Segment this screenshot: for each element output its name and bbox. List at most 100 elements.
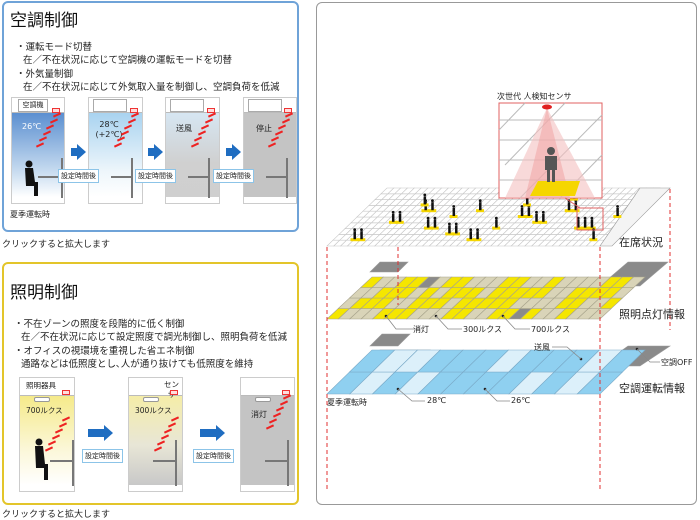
desk-icon [265,460,289,462]
person-icon [353,231,356,240]
person-head [398,210,402,214]
ac-unit-icon [170,99,204,112]
person-icon [545,147,557,182]
person-icon [433,219,437,228]
occupied-seat [476,209,485,213]
person-head [590,216,594,220]
person-icon [431,202,434,211]
occupied-seat [517,215,526,218]
lighting-zone-cell [621,276,646,288]
person-icon [577,219,580,228]
sensor-icon [207,108,215,113]
person-head [583,216,587,220]
ac-unit-label: 空調機 [18,99,48,112]
partition [208,158,210,198]
ac-bullet-1-head: ・運転モード切替 [16,42,93,53]
occupied-seat [571,209,580,213]
lighting-enlarge-link[interactable]: クリックすると拡大します [2,510,111,520]
person-head [431,199,434,203]
person-head [353,228,357,232]
person-head [423,193,427,197]
lighting-bullet-2-head: ・オフィスの視環境を重視した省エネ制御 [14,346,195,357]
desk-icon [266,176,288,178]
illuminance-label: 700ルクス [26,406,63,415]
lighting-bullet-1-body: 在／不在状況に応じて設定照度で調光制御し、照明負荷を低減 [21,332,288,343]
occupied-seat [492,226,501,230]
occupied-seat [388,220,397,224]
person-head [469,228,473,232]
partition [286,158,288,198]
room-temp-label: 28℃ (+2℃) [95,120,123,139]
occupied-seat [421,209,430,213]
person-head [448,222,451,226]
ac-enlarge-link[interactable]: クリックすると拡大します [2,240,111,250]
person-icon [574,202,578,211]
person-icon [520,208,524,216]
callout-lights-off: 消灯 [413,325,429,334]
projection-lines [326,189,671,492]
occupied-seat [522,203,531,207]
occupied-seat [473,238,482,242]
layer-occupancy-label: 在席状況 [619,236,663,249]
ac-unit-icon [248,99,282,112]
person-icon [479,202,482,211]
sensor-icon [130,108,138,113]
person-head [616,205,619,208]
sensor-icon [62,390,70,395]
person-icon [525,196,529,205]
person-icon [452,208,456,216]
layered-diagram-panel[interactable] [316,2,697,505]
person-icon [391,213,395,222]
person-head [535,210,538,214]
lighting-room-300lx: センサ 300ルクス [128,377,183,492]
person-icon [455,225,458,234]
transition-label: 設定時間後 [213,169,254,183]
ac-bullet-1-body: 在／不在状況に応じて空調機の運転モードを切替 [23,55,233,66]
person-icon [398,213,402,222]
ac-room-fan: 送風 [165,97,220,204]
occupancy-wing [599,187,671,247]
occupied-seat [395,220,404,224]
ac-title: 空調制御 [10,11,78,31]
occupied-seat [564,209,573,213]
layer-hvac-label: 空調運転情報 [619,382,685,395]
sensor-icon [52,108,60,113]
occupied-seat [587,226,596,230]
person-head [360,228,363,232]
person-head [476,228,479,232]
callout-ac-off: 空調OFF [661,358,693,367]
occupied-seat [449,215,458,218]
person-icon [542,213,545,222]
sensor-inset [498,102,604,231]
partition [175,440,177,486]
lighting-bullet-2-body: 通路などは低照度とし､人が通り抜けても低照度を維持 [21,359,254,370]
occupied-seat [428,209,437,213]
person-head [433,216,437,220]
sensor-title: 次世代 人検知センサ [497,92,572,101]
person-icon [583,219,587,228]
partition [287,440,289,486]
person-icon [535,213,538,222]
transition-label: 設定時間後 [135,169,176,183]
partition [131,158,133,198]
occupied-seat [452,232,461,236]
occupied-seat [574,226,583,230]
light-fixture-icon [34,397,50,402]
transition-label: 設定時間後 [193,449,234,463]
hvac-zone-cell [599,349,646,373]
person-head [541,210,545,214]
person-head [478,199,482,203]
occupied-seat [466,238,475,242]
light-fixture-icon [255,397,271,402]
sensor-icon [284,108,292,113]
lighting-bullet-1-head: ・不在ゾーンの照度を段階的に低く制御 [14,319,185,330]
person-icon [426,219,430,228]
occupied-seat [430,226,439,230]
occupied-seat [589,238,598,242]
layer-lighting-label: 照明点灯情報 [619,308,685,321]
summer-operation-note: 夏季運転時 [10,210,50,219]
person-icon [495,219,498,228]
sensor-icon [282,390,290,395]
room-temp-label: 26℃ [22,122,42,131]
person-head [576,216,580,220]
